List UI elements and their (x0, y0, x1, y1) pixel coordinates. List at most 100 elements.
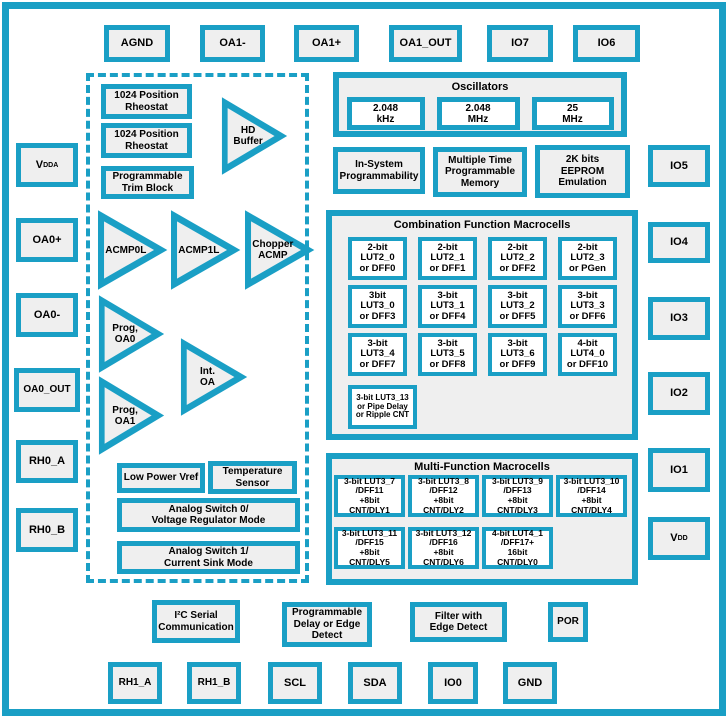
macrocell-lut3-3: 3-bit LUT3_3 or DFF6 (558, 285, 617, 328)
pin-io5-label: IO5 (670, 159, 688, 172)
pin-sda-label: SDA (363, 676, 387, 689)
pin-oa1-plus: OA1+ (294, 25, 359, 62)
por-block: POR (548, 602, 588, 642)
pin-rh1-b-label: RH1_B (197, 677, 231, 688)
macrocell-lut3-8: 3-bit LUT3_8 /DFF12 +8bit CNT/DLY2 (408, 475, 479, 517)
macrocell-lut3-0: 3bit LUT3_0 or DFF3 (348, 285, 407, 328)
filter-edge-detect-label: Filter with Edge Detect (429, 610, 488, 634)
pin-oa0-minus: OA0- (16, 293, 78, 337)
rheostat-block-2-label: 1024 Position Rheostat (114, 129, 179, 152)
macrocell-lut2-1: 2-bit LUT2_1 or DFF1 (418, 237, 477, 280)
macrocell-lut4-0: 4-bit LUT4_0 or DFF10 (558, 333, 617, 376)
oscillator-row: 2.048 kHz 2.048 MHz 25 MHz (339, 97, 621, 130)
programmable-trim-block-label: Programmable Trim Block (112, 171, 183, 194)
mtp-memory-label: Multiple Time Programmable Memory (444, 154, 516, 189)
amplifier-triangle-icon (98, 295, 165, 373)
analog-section-boundary (86, 73, 309, 583)
pin-rh1-a: RH1_A (108, 662, 162, 704)
pin-oa0-plus: OA0+ (16, 218, 78, 262)
macrocell-lut3-1: 3-bit LUT3_1 or DFF4 (418, 285, 477, 328)
multifunction-cell-grid: 3-bit LUT3_7 /DFF11 +8bit CNT/DLY1 3-bit… (334, 475, 627, 569)
i2c-serial-label: I²C Serial Communication (158, 610, 234, 633)
low-power-vref-block: Low Power Vref (117, 463, 205, 493)
amplifier-triangle-icon (98, 210, 168, 290)
macrocell-lut2-2: 2-bit LUT2_2 or DFF2 (488, 237, 547, 280)
macrocell-lut3-11: 3-bit LUT3_11 /DFF15 +8bit CNT/DLY5 (334, 527, 405, 569)
combination-cell-grid: 2-bit LUT2_0 or DFF0 2-bit LUT2_1 or DFF… (348, 237, 617, 376)
pin-rh0-a-label: RH0_A (28, 455, 66, 467)
macrocell-lut3-6: 3-bit LUT3_6 or DFF9 (488, 333, 547, 376)
pin-io1-label: IO1 (670, 463, 688, 476)
rheostat-block-1: 1024 Position Rheostat (101, 84, 192, 119)
acmp0l-comparator: ACMP0L (97, 210, 168, 290)
macrocell-lut2-3: 2-bit LUT2_3 or PGen (558, 237, 617, 280)
pin-oa1-plus-label: OA1+ (311, 37, 342, 49)
macrocell-lut3-13: 3-bit LUT3_13 or Pipe Delay or Ripple CN… (348, 385, 417, 429)
eeprom-emulation-block: 2K bits EEPROM Emulation (535, 145, 630, 198)
int-oa-amplifier: Int. OA (180, 338, 248, 416)
programmable-delay-label: Programmable Delay or Edge Detect (291, 607, 363, 642)
oscillator-2048khz: 2.048 kHz (346, 97, 425, 130)
pin-agnd: AGND (104, 25, 170, 62)
programmable-trim-block: Programmable Trim Block (101, 166, 194, 199)
hd-buffer-label: HD Buffer (233, 125, 263, 147)
macrocell-lut3-4: 3-bit LUT3_4 or DFF7 (348, 333, 407, 376)
prog-oa1-label: Prog, OA1 (112, 404, 138, 427)
analog-switch1-block: Analog Switch 1/ Current Sink Mode (117, 541, 300, 574)
low-power-vref-label: Low Power Vref (123, 472, 199, 484)
macrocell-lut3-7: 3-bit LUT3_7 /DFF11 +8bit CNT/DLY1 (334, 475, 405, 517)
i2c-serial-block: I²C Serial Communication (152, 600, 240, 643)
pin-vdda-subscript: DDA (43, 161, 59, 169)
pin-io5: IO5 (648, 145, 710, 187)
oscillators-container: Oscillators 2.048 kHz 2.048 MHz 25 MHz (333, 72, 627, 137)
pin-rh1-b: RH1_B (187, 662, 241, 704)
pin-io6-label: IO6 (597, 37, 616, 49)
int-oa-label: Int. OA (200, 366, 215, 388)
analog-switch0-label: Analog Switch 0/ Voltage Regulator Mode (151, 503, 266, 527)
oscillator-25mhz-label: 25 MHz (562, 102, 583, 125)
pin-rh1-a-label: RH1_A (118, 677, 152, 688)
macrocell-lut3-12: 3-bit LUT3_12 /DFF16 +8bit CNT/DLY6 (408, 527, 479, 569)
pin-io2: IO2 (648, 372, 710, 415)
pin-oa0-out-label: OA0_OUT (23, 384, 71, 395)
combination-macrocells-title: Combination Function Macrocells (393, 219, 571, 231)
combination-macrocells-container: Combination Function Macrocells 2-bit LU… (326, 210, 638, 440)
pin-oa0-out: OA0_OUT (14, 368, 80, 412)
pin-oa1-minus: OA1- (200, 25, 265, 62)
pin-io0-label: IO0 (444, 676, 462, 689)
pin-io1: IO1 (648, 448, 710, 492)
pin-oa1-minus-label: OA1- (219, 37, 246, 49)
pin-oa1-out-label: OA1_OUT (399, 37, 452, 49)
pin-io4-label: IO4 (670, 236, 688, 248)
pin-rh0-b-label: RH0_B (28, 523, 66, 536)
prog-oa0-label: Prog, OA0 (112, 323, 138, 345)
programmable-delay-block: Programmable Delay or Edge Detect (282, 602, 372, 647)
pin-gnd-label: GND (517, 676, 543, 689)
in-system-programmability-label: In-System Programmability (339, 159, 419, 182)
pin-io7-label: IO7 (511, 37, 529, 49)
oscillator-2048mhz: 2.048 MHz (436, 97, 520, 130)
eeprom-emulation-label: 2K bits EEPROM Emulation (558, 154, 607, 189)
acmp1l-comparator: ACMP1L (170, 210, 241, 290)
pin-sda: SDA (348, 662, 402, 704)
chopper-acmp-comparator: Chopper ACMP (244, 210, 315, 290)
rheostat-block-2: 1024 Position Rheostat (101, 123, 192, 158)
rheostat-block-1-label: 1024 Position Rheostat (114, 90, 179, 113)
amplifier-triangle-icon (245, 210, 315, 290)
pin-rh0-a: RH0_A (16, 440, 78, 483)
macrocell-lut2-0: 2-bit LUT2_0 or DFF0 (348, 237, 407, 280)
pin-io3-label: IO3 (670, 312, 688, 324)
pin-oa1-out: OA1_OUT (389, 25, 462, 62)
pin-rh0-b: RH0_B (16, 508, 78, 552)
pin-gnd: GND (503, 662, 557, 704)
pin-io2-label: IO2 (670, 387, 688, 399)
acmp1l-label: ACMP1L (178, 244, 220, 256)
macrocell-lut4-1: 4-bit LUT4_1 /DFF17+ 16bit CNT/DLY0 (482, 527, 553, 569)
pin-vdd-label: V (670, 532, 678, 544)
pin-vdda-label: V (35, 158, 44, 171)
macrocell-lut3-2: 3-bit LUT3_2 or DFF5 (488, 285, 547, 328)
por-label: POR (557, 616, 579, 628)
